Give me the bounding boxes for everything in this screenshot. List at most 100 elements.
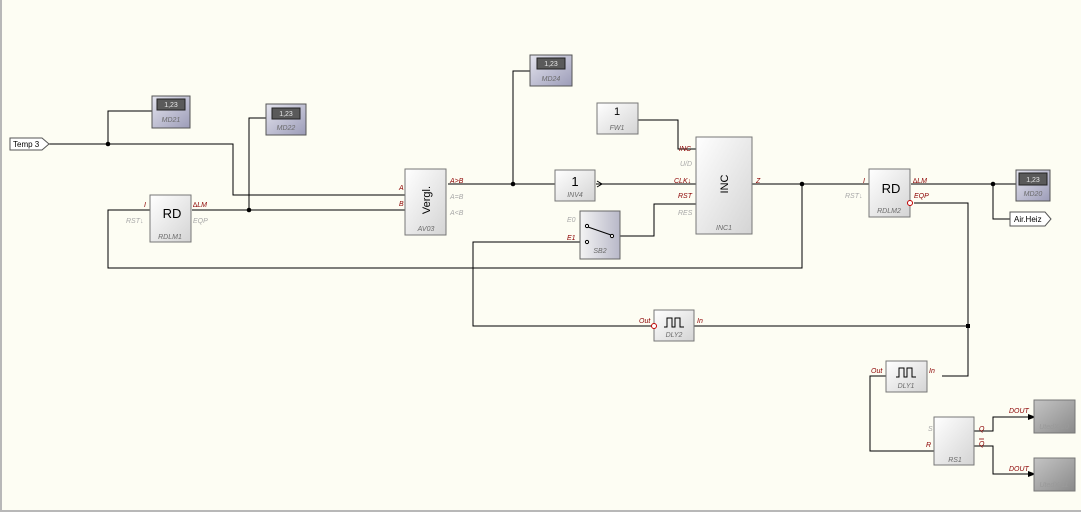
junction-dot	[105, 141, 111, 147]
rdlm1-port-lm: ∆LM	[193, 202, 207, 209]
air-heiz-label: Air.Heiz	[1014, 215, 1042, 224]
block-inc1[interactable]: INC INC1 INC U/D CLK↓ RST RES Z	[674, 136, 761, 235]
av03-port-b: B	[399, 201, 404, 208]
inc1-port-z: Z	[755, 178, 761, 185]
sb2-name: SB2	[593, 248, 606, 255]
rdlm2-port-rst: RST↓	[845, 193, 863, 200]
wire-rdlm2-eq-to-dly1	[914, 202, 969, 377]
dout10-name: UtedX-10	[1039, 424, 1069, 431]
inc1-name: INC1	[716, 225, 732, 232]
wire-feedback-loop	[107, 184, 803, 269]
rs1-name: RS1	[948, 457, 962, 464]
wire-rs1-q-to-dout10	[974, 416, 1034, 432]
md22-value: 1,23	[279, 111, 293, 118]
rdlm2-name: RDLM2	[877, 208, 901, 215]
inc1-port-clk: CLK↓	[674, 178, 691, 185]
wire-dly2-to-sb2	[472, 241, 654, 327]
rdlm1-name: RDLM1	[158, 234, 182, 241]
av03-port-alt: A<B	[449, 210, 464, 217]
inverter-bubble-icon	[596, 180, 603, 188]
junction-dot	[246, 207, 252, 213]
wires	[49, 70, 1036, 477]
rdlm2-port-eq: EQP	[914, 193, 929, 200]
dly2-port-out: Out	[639, 318, 651, 325]
rdlm1-port-eq: EQP	[193, 218, 208, 225]
rdlm1-label: RD	[163, 206, 182, 221]
display-md24[interactable]: 1,23 MD24	[529, 54, 573, 87]
md20-name: MD20	[1024, 191, 1043, 198]
wire-to-md22	[248, 117, 266, 210]
md20-value: 1,23	[1026, 177, 1040, 184]
rs1-port-s: S	[928, 426, 933, 433]
rdlm1-port-i: I	[144, 202, 146, 209]
inc1-port-rst: RST	[678, 193, 693, 200]
block-rdlm1[interactable]: RD RDLM1 I ∆LM RST↓ EQP	[126, 194, 208, 243]
block-sb2[interactable]: SB2 E0 E1	[567, 210, 621, 260]
wire-to-air-heiz	[992, 184, 1010, 220]
wire-rs1-qn-to-dout11	[974, 445, 1034, 475]
wire-to-md21	[107, 110, 152, 144]
inc1-port-ud: U/D	[680, 161, 692, 168]
md21-value: 1,23	[164, 102, 178, 109]
dout10-port: DOUT	[1009, 408, 1030, 415]
air-heiz-output-connector[interactable]: Air.Heiz	[1009, 211, 1052, 227]
av03-label: Vergl.	[421, 186, 433, 214]
junction-dot	[990, 181, 996, 187]
arrow-icon	[1028, 471, 1036, 477]
wire-to-md24	[512, 70, 530, 184]
block-dly1[interactable]: DLY1 Out In	[871, 360, 935, 393]
junction-dot	[966, 324, 970, 328]
block-inv4[interactable]: 1 INV4	[554, 169, 603, 202]
dly1-name: DLY1	[898, 383, 915, 390]
inv4-label: 1	[571, 174, 578, 189]
temp-input-label: Temp 3	[13, 140, 40, 149]
block-dly2[interactable]: DLY2 Out In	[639, 309, 703, 342]
rdlm2-port-i: I	[863, 178, 865, 185]
md24-name: MD24	[542, 76, 561, 83]
av03-port-aeq: A=B	[449, 194, 464, 201]
rs1-port-r: R	[926, 442, 931, 449]
md21-name: MD21	[162, 117, 181, 124]
block-dout-10[interactable]: DOUT UtedX-10	[1009, 399, 1076, 434]
inc1-port-inc: INC	[679, 146, 692, 153]
rdlm2-port-lm: ∆LM	[913, 178, 927, 185]
dly1-port-in: In	[929, 368, 935, 375]
av03-port-a: A	[398, 185, 404, 192]
junction-dot	[799, 181, 805, 187]
block-fw1[interactable]: 1 FW1	[596, 102, 639, 135]
temp-input-connector[interactable]: Temp 3	[9, 137, 50, 151]
md24-value: 1,23	[544, 61, 558, 68]
block-rdlm2[interactable]: RD RDLM2 I ∆LM RST↓ EQP	[845, 168, 929, 218]
dout11-port: DOUT	[1009, 466, 1030, 473]
av03-name: AV03	[417, 226, 435, 233]
fw1-value: 1	[614, 106, 620, 118]
pulse-icon	[896, 367, 916, 378]
md22-name: MD22	[277, 125, 296, 132]
block-rs1[interactable]: RS1 S R Q Q	[926, 416, 985, 466]
fw1-name: FW1	[610, 125, 625, 132]
display-md21[interactable]: 1,23 MD21	[151, 95, 191, 129]
pulse-icon	[664, 317, 684, 328]
inc1-port-res: RES	[678, 210, 693, 217]
wire-dly1-to-rs1	[869, 375, 934, 452]
rdlm1-port-rst: RST↓	[126, 218, 144, 225]
wire-sb2-to-inc1-rst	[612, 203, 696, 237]
arrow-icon	[1028, 414, 1036, 420]
display-md20[interactable]: 1,23 MD20	[1015, 169, 1051, 202]
dly1-port-out: Out	[871, 368, 883, 375]
negation-bubble-icon	[651, 323, 657, 329]
rs1-port-q: Q	[979, 426, 985, 433]
switch-icon	[584, 223, 615, 245]
negation-bubble-icon	[907, 200, 913, 206]
block-dout-11[interactable]: DOUT UtedX-11	[1009, 457, 1076, 492]
inc1-label: INC	[719, 174, 731, 193]
inv4-name: INV4	[567, 192, 583, 199]
sb2-port-e1: E1	[567, 235, 576, 242]
junction-dot	[510, 181, 516, 187]
dout11-name: UtedX-11	[1039, 482, 1068, 489]
display-md22[interactable]: 1,23 MD22	[265, 103, 307, 136]
block-av03[interactable]: Vergl. AV03 A B A>B A=B A<B	[398, 168, 464, 236]
dly2-name: DLY2	[666, 332, 683, 339]
av03-port-agt: A>B	[449, 178, 464, 185]
